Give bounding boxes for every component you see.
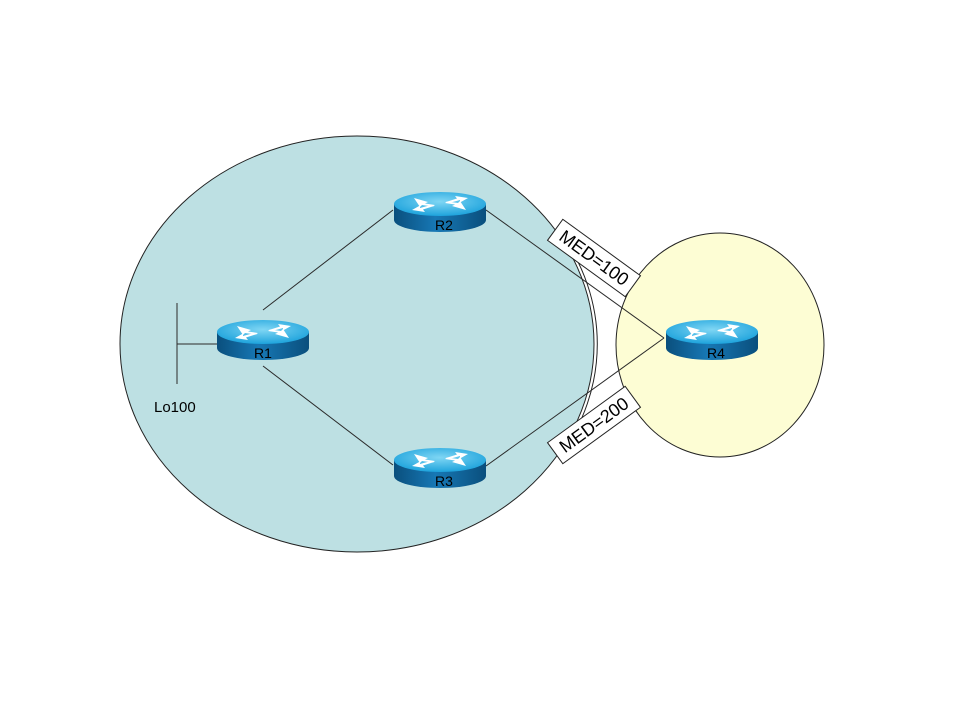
router-label-r1: R1 <box>254 345 272 361</box>
router-r2[interactable]: R2 <box>394 192 486 233</box>
router-r4[interactable]: R4 <box>666 320 758 361</box>
link-r3-r4 <box>485 337 665 467</box>
router-r1[interactable]: R1 <box>217 320 309 361</box>
loopback-interface <box>176 303 218 384</box>
link-r1-r3 <box>262 365 394 466</box>
router-label-r3: R3 <box>435 473 453 489</box>
router-label-r4: R4 <box>707 345 725 361</box>
router-label-r2: R2 <box>435 217 453 233</box>
as-area-left <box>119 135 595 553</box>
router-r3[interactable]: R3 <box>394 448 486 489</box>
link-r1-r2 <box>262 209 394 311</box>
loopback-label: Lo100 <box>154 399 196 416</box>
link-r2-r4 <box>485 209 665 339</box>
